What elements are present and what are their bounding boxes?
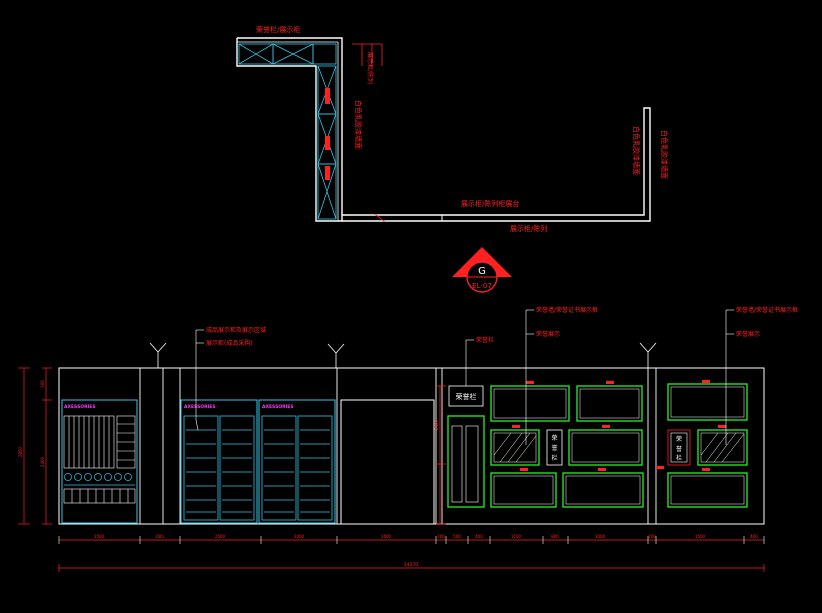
dim-width-3: 1000	[294, 534, 305, 539]
dimensions: 2850 300 2400 2400 1500 600 2500 1000 16…	[18, 367, 765, 572]
cabinet-c: AXESSORIES	[258, 399, 336, 524]
cabinet-a-slats	[63, 415, 136, 469]
callout-board-mid-2: 荣誉展示	[536, 330, 560, 338]
elevation-doorway	[340, 399, 435, 524]
cabinet-a-base	[63, 488, 136, 504]
section-marker: G EL-07	[452, 247, 512, 293]
honor-frame	[667, 383, 748, 421]
dim-height-main: 2400	[40, 456, 45, 467]
plan-label-left-wall: 白色乳胶漆墙面	[354, 100, 363, 149]
dim-width-10: 1000	[595, 534, 606, 539]
callout-board-left: 荣誉栏	[476, 336, 494, 344]
dim-width-2: 2500	[215, 534, 226, 539]
cabinet-b: AXESSORIES	[180, 399, 258, 524]
dim-width-4: 1600	[381, 534, 392, 539]
plan-label-right-wall-b: 白色乳胶漆墙面	[660, 130, 669, 179]
elevation-dividers	[139, 368, 657, 524]
honor-frame-tags	[512, 380, 726, 471]
dim-height-right: 2400	[434, 419, 439, 430]
section-marker-ref: EL-07	[472, 282, 492, 290]
callout-board-mid-1: 荣誉墙/荣誉证书展示框	[536, 306, 598, 314]
honor-frame	[490, 429, 540, 466]
callout-cabinet-2: 展示柜(成品采购)	[206, 339, 253, 347]
honor-frames	[490, 383, 748, 508]
cabinet-a-products	[64, 473, 135, 486]
honor-frame	[490, 385, 570, 422]
callout-leaders	[195, 309, 734, 445]
honor-frame-hatching	[493, 386, 745, 505]
section-marker-letter: G	[478, 266, 486, 277]
side-plaque-2-char-b: 誉	[676, 445, 682, 453]
side-plaque-2-char-c: 栏	[676, 454, 682, 462]
callout-board-right-2: 荣誉展示	[736, 330, 760, 338]
plan-label-bottom-center: 展示柜/陈列柜展台	[461, 199, 519, 208]
dim-chain-ticks	[58, 536, 765, 544]
dim-width-13: 400	[750, 534, 758, 539]
side-plaque-2-char-a: 荣	[676, 435, 682, 443]
dim-width-1: 600	[156, 534, 164, 539]
dim-height-total: 2850	[18, 446, 23, 457]
honor-board-title-text: 荣誉栏	[456, 392, 477, 401]
dim-width-9: 800	[551, 534, 559, 539]
side-plaque-1: 荣 誉 栏	[546, 429, 563, 466]
cabinet-b-label: AXESSORIES	[184, 404, 216, 410]
cabinet-c-label: AXESSORIES	[262, 404, 294, 410]
plan-label-top: 荣誉栏/展示柜	[256, 25, 300, 34]
dim-width-5: 100	[437, 534, 445, 539]
honor-frame	[490, 472, 557, 508]
dim-width-6: 500	[453, 534, 461, 539]
honor-frame	[667, 472, 748, 508]
plan-label-right-wall-a: 白色乳胶漆墙面	[632, 126, 641, 175]
callout-board-right-1: 荣誉墙/荣誉证书展示框	[736, 306, 798, 314]
honor-board-title: 荣誉栏	[448, 385, 484, 407]
dim-width-8: 1100	[511, 534, 522, 539]
dim-width-12: 1500	[695, 534, 706, 539]
honor-frame	[568, 429, 643, 466]
dim-height-upper: 300	[40, 380, 45, 388]
cabinet-a-label: AXESSORIES	[64, 404, 96, 410]
side-plaque-1-char-b: 誉	[551, 444, 557, 452]
dim-width-0: 1500	[94, 534, 105, 539]
plan-cabinet-modules	[238, 43, 337, 220]
side-plaque-1-char-c: 栏	[551, 454, 557, 462]
elevation-frame	[58, 367, 765, 525]
plan-red-tags	[325, 88, 330, 180]
honor-frame	[697, 429, 748, 466]
honor-frame	[562, 472, 644, 508]
ceiling-lights	[149, 342, 657, 368]
plan-cabinet-outline	[236, 37, 343, 222]
cabinet-a: AXESSORIES	[61, 399, 138, 524]
plan-dim-marks	[352, 43, 386, 223]
side-plaque-1-char-a: 荣	[551, 434, 557, 442]
callout-cabinet-1: 成品展示柜及展示区域	[206, 326, 266, 334]
plan-wall-outline	[342, 107, 651, 222]
honor-frame	[576, 385, 643, 422]
side-plaque-2: 荣 誉 栏	[667, 429, 691, 466]
dim-overall-width: 14070	[404, 562, 418, 568]
dim-width-11: 100	[648, 534, 656, 539]
dim-width-7: 400	[475, 534, 483, 539]
elevation-view: AXESSORIES	[58, 306, 798, 525]
plan-label-bottom-right: 展示柜/陈列	[510, 224, 547, 233]
plan-view: 荣誉栏/展示柜 展示柜/陈列 白色乳胶漆墙面 白色乳胶漆墙面 白色乳胶漆墙面 展…	[236, 25, 669, 233]
plan-label-right-upper: 展示柜/陈列	[366, 52, 374, 84]
honor-panel-tall	[447, 415, 485, 508]
